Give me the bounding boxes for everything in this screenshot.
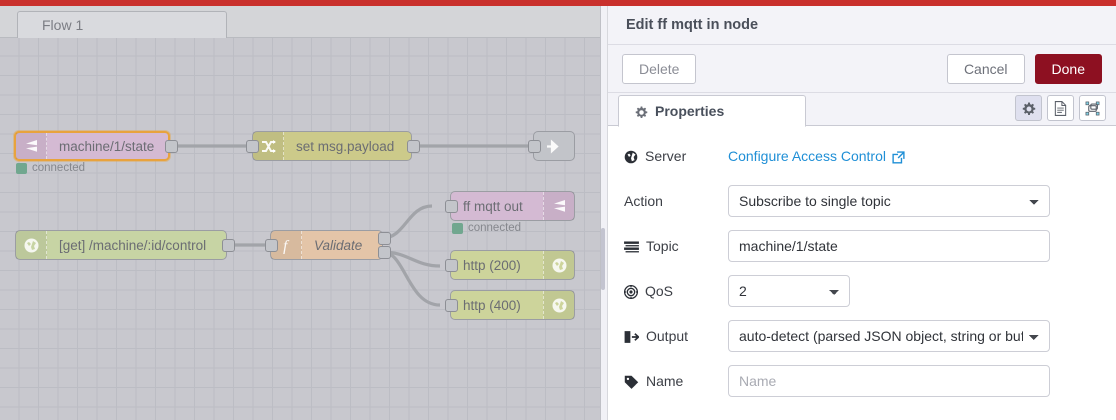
- node-http-200-input-port[interactable]: [445, 259, 458, 272]
- node-http-400[interactable]: http (400): [450, 290, 575, 320]
- appearance-icon-button[interactable]: [1079, 95, 1106, 121]
- node-function-input-port[interactable]: [265, 239, 278, 252]
- node-mqtt-out[interactable]: ff mqtt out: [450, 191, 575, 221]
- output-label: Output: [646, 327, 689, 344]
- panel-divider[interactable]: [600, 6, 608, 420]
- properties-icon-button[interactable]: [1015, 95, 1042, 121]
- qos-select[interactable]: 2: [728, 275, 850, 307]
- node-function-output-port-2[interactable]: [378, 246, 391, 259]
- description-icon-button[interactable]: [1047, 95, 1074, 121]
- form-row-topic: Topic: [624, 230, 1100, 262]
- node-change-input-port[interactable]: [246, 140, 259, 153]
- document-icon: [1054, 100, 1067, 117]
- cancel-button[interactable]: Cancel: [946, 53, 1025, 84]
- server-label-group: Server: [624, 148, 728, 164]
- flow-tab-flow-1[interactable]: Flow 1: [17, 11, 227, 39]
- qos-label-group: QoS: [624, 282, 728, 300]
- node-change-output-port[interactable]: [407, 140, 420, 153]
- flow-tab-bar: Flow 1: [0, 6, 600, 39]
- panel-title: Edit ff mqtt in node: [626, 17, 759, 33]
- panel-action-bar: Delete Cancel Done: [608, 45, 1116, 93]
- tab-properties[interactable]: Properties: [618, 95, 806, 127]
- mqtt-icon: [16, 133, 47, 159]
- node-mqtt-in[interactable]: machine/1/state: [14, 131, 170, 161]
- node-http-in[interactable]: [get] /machine/:id/control: [15, 230, 227, 260]
- top-red-bar: [0, 0, 1116, 6]
- node-label: http (200): [463, 257, 521, 273]
- topic-input[interactable]: [728, 230, 1050, 262]
- tasks-icon: [624, 238, 639, 254]
- external-link-icon: [892, 148, 905, 164]
- node-label: Validate: [314, 237, 363, 253]
- panel-tabs-row: Properties: [608, 93, 1116, 127]
- node-mqtt-in-output-port[interactable]: [165, 140, 178, 153]
- globe-icon: [624, 148, 638, 164]
- node-http-in-output-port[interactable]: [222, 239, 235, 252]
- flow-workspace: Flow 1 machine/1/state: [0, 6, 600, 420]
- node-label: machine/1/state: [59, 138, 155, 154]
- node-mqtt-out-input-port[interactable]: [445, 200, 458, 213]
- status-dot: [16, 162, 27, 174]
- node-mqtt-in-status: connected: [16, 162, 85, 174]
- tab-properties-label: Properties: [655, 103, 725, 119]
- node-mqtt-out-status: connected: [452, 222, 521, 234]
- action-label-group: Action: [624, 193, 728, 209]
- panel-header: Edit ff mqtt in node: [608, 6, 1116, 45]
- form-row-qos: QoS 2: [624, 275, 1100, 307]
- form-row-name: Name: [624, 365, 1100, 397]
- tag-icon: [624, 373, 639, 389]
- panel-resize-grip[interactable]: [601, 228, 605, 290]
- edit-node-panel: Edit ff mqtt in node Delete Cancel Done …: [608, 6, 1116, 420]
- flow-canvas[interactable]: machine/1/state connected set msg.payloa…: [0, 38, 600, 420]
- node-change[interactable]: set msg.payload: [252, 131, 412, 161]
- sign-out-icon: [624, 328, 639, 344]
- globe-icon: [543, 251, 574, 279]
- mqtt-icon: [543, 192, 574, 220]
- configure-access-control-link[interactable]: Configure Access Control: [728, 148, 905, 164]
- status-dot: [452, 222, 463, 234]
- node-properties-form: Server Configure Access Control: [608, 126, 1116, 397]
- topic-label-group: Topic: [624, 238, 728, 254]
- globe-icon: [16, 231, 47, 259]
- node-debug-input-port[interactable]: [528, 140, 541, 153]
- status-label: connected: [468, 222, 522, 234]
- gear-icon: [635, 103, 648, 119]
- name-label-group: Name: [624, 373, 728, 389]
- delete-button[interactable]: Delete: [622, 53, 697, 84]
- topic-label: Topic: [646, 238, 679, 254]
- form-row-server: Server Configure Access Control: [624, 140, 1100, 172]
- node-function-output-port-1[interactable]: [378, 232, 391, 245]
- node-label: set msg.payload: [296, 138, 395, 154]
- action-select[interactable]: Subscribe to single topic: [728, 185, 1050, 217]
- qos-label: QoS: [645, 282, 674, 299]
- node-label: [get] /machine/:id/control: [59, 237, 207, 253]
- form-row-output: Output auto-detect (parsed JSON object, …: [624, 320, 1100, 352]
- status-label: connected: [32, 162, 86, 174]
- server-label: Server: [645, 147, 687, 164]
- globe-icon: [543, 291, 574, 319]
- configure-access-control-label: Configure Access Control: [728, 148, 886, 164]
- output-label-group: Output: [624, 328, 728, 344]
- node-label: http (400): [463, 297, 521, 313]
- appearance-icon: [1085, 100, 1100, 117]
- panel-tab-icon-buttons: [1015, 95, 1106, 121]
- node-http-200[interactable]: http (200): [450, 250, 575, 280]
- svg-text:f: f: [283, 238, 290, 254]
- action-label: Action: [624, 193, 663, 209]
- name-label: Name: [646, 372, 684, 389]
- output-select[interactable]: auto-detect (parsed JSON object, string …: [728, 320, 1050, 352]
- debug-arrow-icon: [534, 132, 574, 160]
- node-label: ff mqtt out: [463, 198, 523, 214]
- gear-icon: [1022, 100, 1036, 116]
- done-button[interactable]: Done: [1034, 53, 1102, 84]
- panel-action-right-group: Cancel Done: [946, 53, 1102, 84]
- form-row-action: Action Subscribe to single topic: [624, 185, 1100, 217]
- name-input[interactable]: [728, 365, 1050, 397]
- node-http-400-input-port[interactable]: [445, 299, 458, 312]
- bullseye-icon: [624, 283, 638, 300]
- node-function[interactable]: f Validate: [270, 230, 383, 260]
